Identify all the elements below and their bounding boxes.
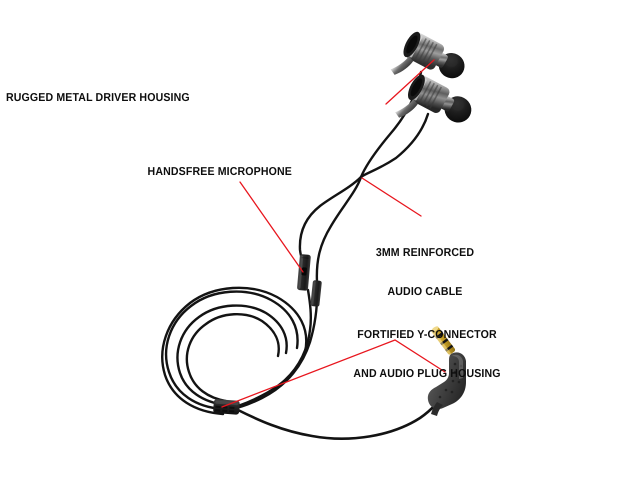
plug-strain-relief: [431, 402, 443, 416]
cable-left-branch: [298, 175, 363, 268]
cable-coil-outer: [164, 290, 299, 411]
callout-label-y-connector: FORTIFIED Y-CONNECTOR AND AUDIO PLUG HOU…: [353, 303, 500, 407]
strain-relief-upper: [390, 56, 414, 75]
plug-housing: [427, 352, 466, 410]
cable-coil-outer-2: [161, 286, 308, 416]
leader-microphone: [239, 181, 304, 273]
earbud-lower: [395, 74, 472, 123]
plug-pin: [431, 326, 456, 356]
earbud-upper: [390, 31, 465, 79]
callout-label-audio-cable-line1: 3MM REINFORCED: [375, 247, 475, 259]
cable-coil-mid: [176, 304, 288, 407]
cable-cinch: [310, 280, 322, 307]
callout-label-audio-cable: 3MM REINFORCED AUDIO CABLE: [370, 221, 480, 325]
leader-driver-housing: [385, 59, 435, 105]
callout-label-audio-cable-line2: AUDIO CABLE: [387, 286, 463, 298]
cable-coil-inner: [185, 313, 280, 403]
strain-relief-lower: [395, 99, 418, 118]
audio-plug: [427, 326, 466, 416]
leader-y-connector: [221, 339, 446, 408]
mic-module: [297, 254, 311, 291]
callout-label-driver-housing: RUGGED METAL DRIVER HOUSING: [6, 92, 190, 104]
leader-lines: [221, 59, 446, 408]
callout-label-y-connector-line1: FORTIFIED Y-CONNECTOR: [357, 329, 497, 341]
cable-below-mic: [236, 288, 313, 408]
mic-button: [301, 267, 307, 276]
leader-audio-cable: [361, 177, 422, 217]
callout-label-microphone: HANDSFREE MICROPHONE: [147, 166, 292, 178]
cable-right-branch: [229, 175, 363, 411]
cable-lower-earbud: [359, 112, 430, 179]
callout-label-y-connector-line2: AND AUDIO PLUG HOUSING: [353, 368, 501, 380]
